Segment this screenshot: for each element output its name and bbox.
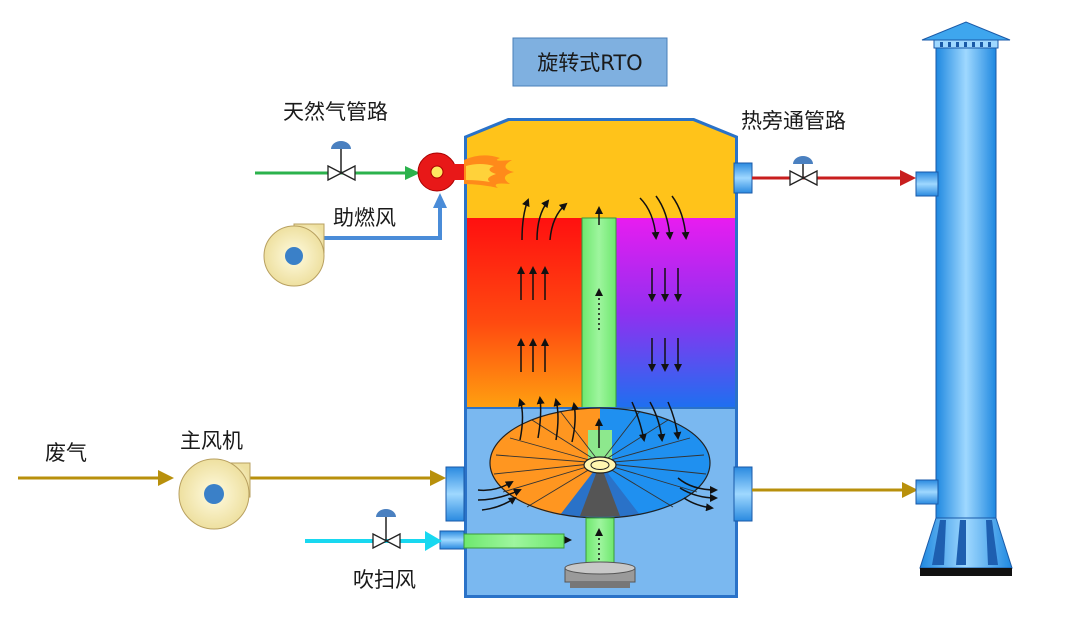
combustion-air-label: 助燃风 [333,206,396,230]
hot-bypass-line [752,170,916,186]
rotary-distributor [489,407,711,519]
combustion-chamber [467,121,735,218]
hot-bypass-pipe-label: 热旁通管路 [741,109,846,133]
fan-icon [263,223,325,287]
valve-icon[interactable] [789,156,818,187]
hot-ceramic-bed [467,218,582,408]
title-box: 旋转式RTO [512,37,668,87]
flame-icon [464,155,514,188]
purge-air-line [305,531,565,551]
valve-icon[interactable] [372,509,401,550]
burner-icon [417,152,466,192]
purge-air-label: 吹扫风 [353,568,416,592]
cool-ceramic-bed [616,218,735,408]
natural-gas-pipe-label: 天然气管路 [283,100,388,124]
main-fan-label: 主风机 [180,429,243,453]
combustion-air-line [318,193,447,240]
vessel-nozzles [439,162,753,550]
waste-gas-label: 废气 [45,441,87,465]
flow-arrows [477,195,718,560]
fan-icon [178,458,251,530]
title: 旋转式RTO [537,51,642,75]
clean-gas-line [752,482,918,498]
valve-icon[interactable] [327,141,356,182]
chimney-stack [915,21,1013,576]
drive-shaft [564,517,636,588]
waste-gas-line [18,470,446,486]
